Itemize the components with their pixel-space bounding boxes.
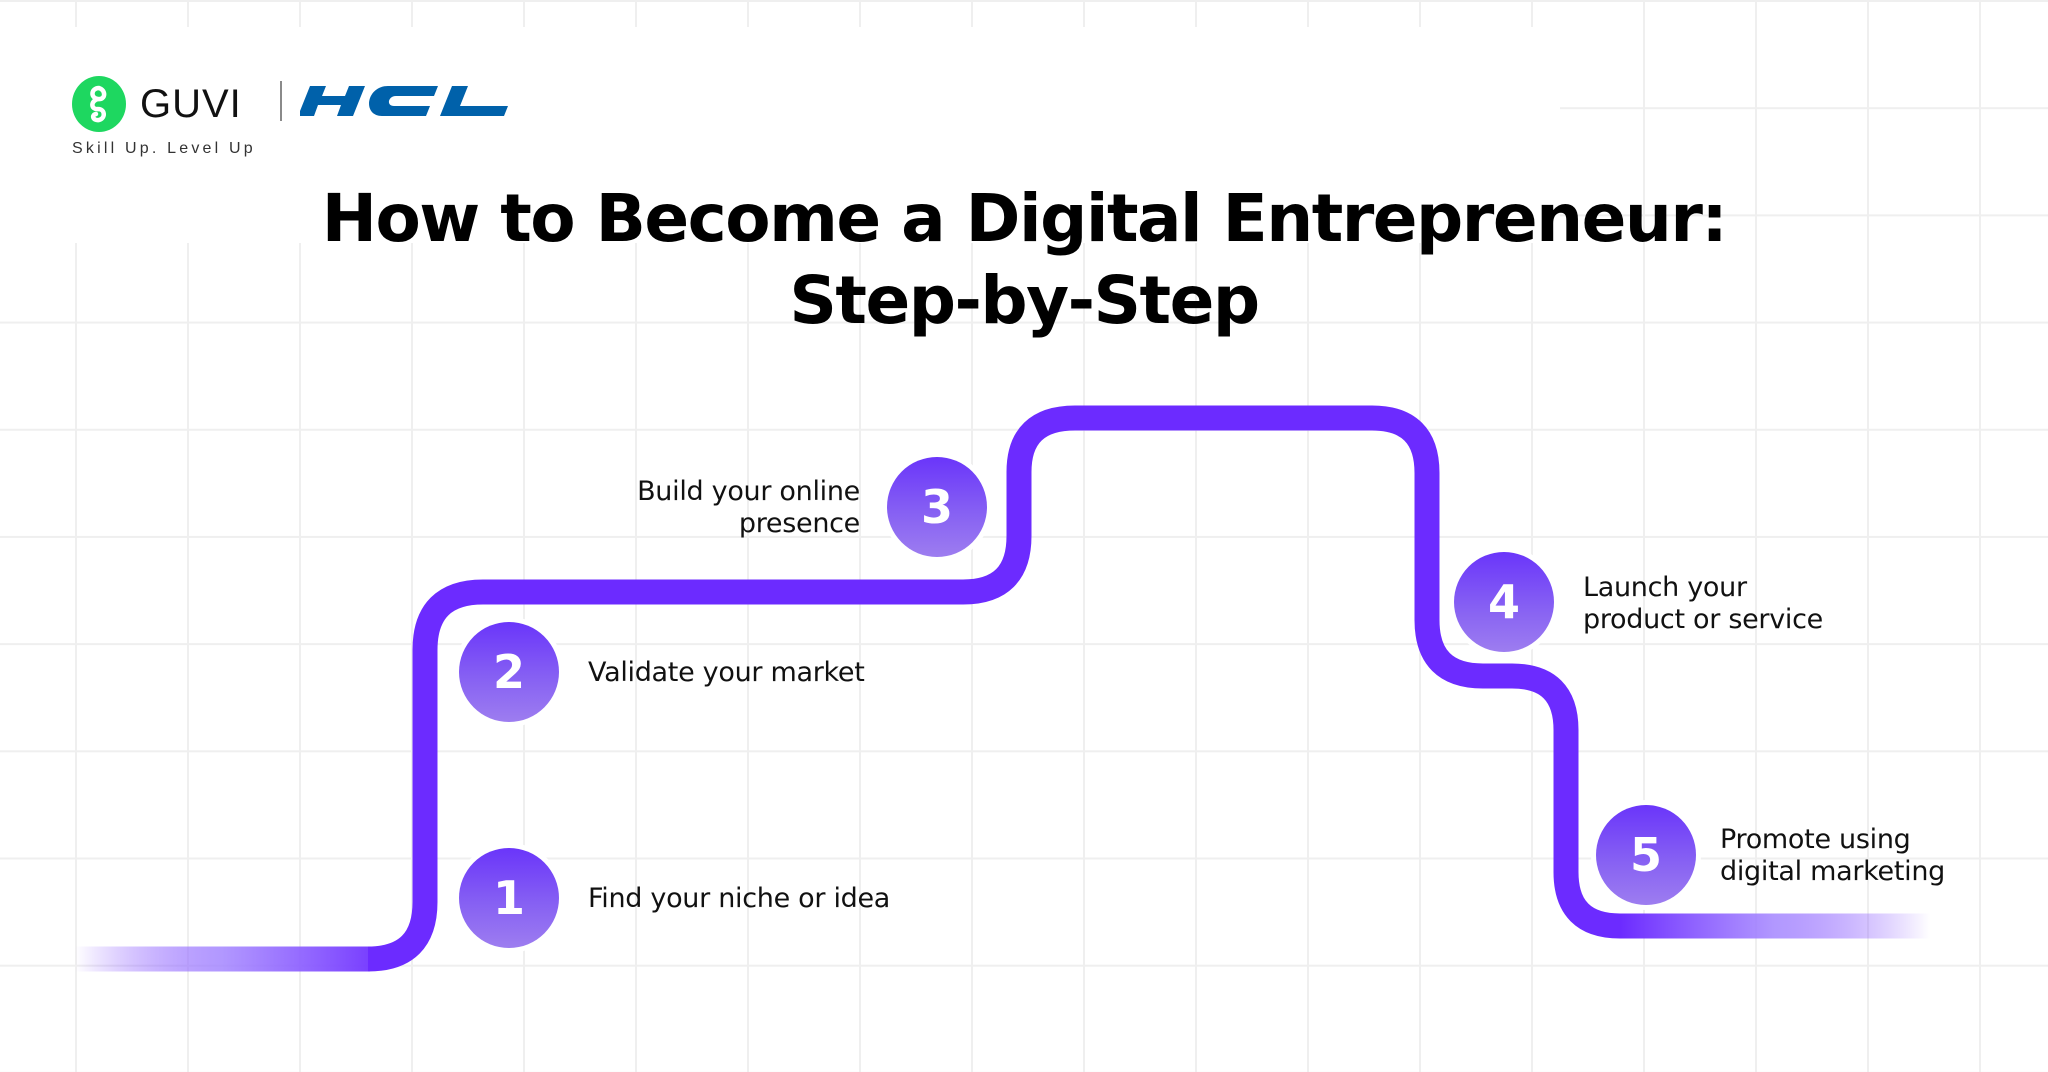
step-4-label-line-1: Launch your [1583, 572, 1747, 603]
guvi-g-logo-icon [72, 76, 126, 132]
step-1-label: Find your niche or idea [588, 883, 890, 915]
step-5-badge: 5 [1596, 805, 1696, 905]
step-5-label-line-1: Promote using [1720, 824, 1911, 855]
step-1-label-line-1: Find your niche or idea [588, 883, 891, 914]
step-2-label-line-1: Validate your market [588, 657, 865, 688]
step-1-badge: 1 [459, 848, 559, 948]
page-title: How to Become a Digital Entrepreneur: St… [0, 178, 2048, 342]
title-line-1: How to Become a Digital Entrepreneur: [321, 180, 1728, 257]
brand-tagline: Skill Up. Level Up [72, 140, 256, 157]
step-4-badge: 4 [1454, 552, 1554, 652]
step-5-label: Promote using digital marketing [1720, 824, 1945, 888]
logo-divider [280, 81, 282, 121]
step-3-label-line-1: Build your online [637, 476, 860, 507]
header-background [0, 27, 1560, 243]
step-4-label: Launch your product or service [1583, 572, 1823, 636]
step-3-label-line-2: presence [738, 508, 860, 539]
step-5-label-line-2: digital marketing [1720, 856, 1945, 887]
title-line-2: Step-by-Step [789, 262, 1260, 339]
step-3-label: Build your online presence [637, 476, 860, 540]
hcl-logo-icon [300, 86, 508, 116]
guvi-wordmark: GUVI [140, 82, 242, 126]
step-2-badge: 2 [459, 622, 559, 722]
step-2-label: Validate your market [588, 657, 865, 689]
step-4-label-line-2: product or service [1583, 604, 1823, 635]
step-3-badge: 3 [887, 457, 987, 557]
